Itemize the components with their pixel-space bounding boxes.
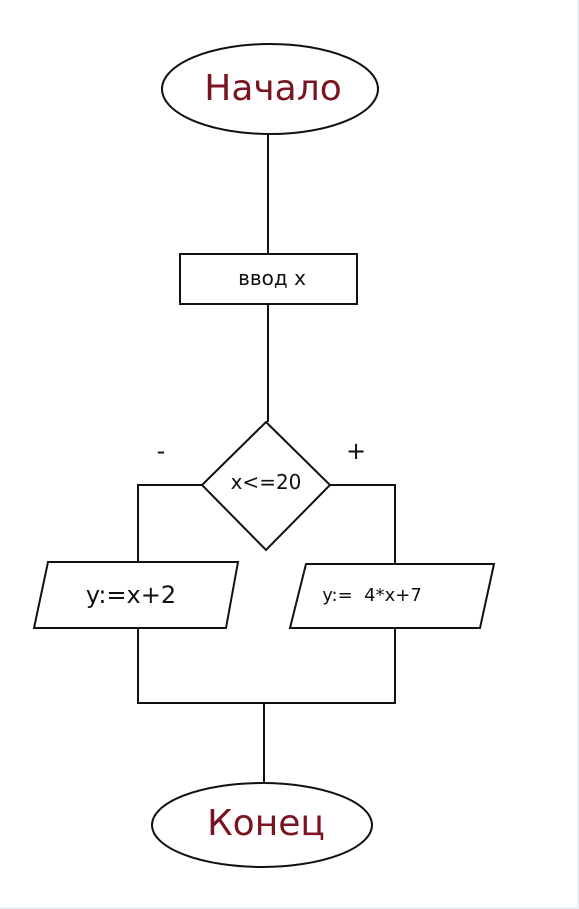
true-action-label: y:= 4*x+7 bbox=[322, 585, 422, 606]
decision-diamond bbox=[200, 420, 332, 552]
condition-label: x<=20 bbox=[230, 470, 302, 494]
true-branch-line bbox=[330, 484, 396, 563]
true-action-parallelogram bbox=[288, 563, 496, 629]
start-label: Начало bbox=[204, 68, 342, 109]
end-terminal bbox=[151, 782, 373, 868]
false-action-label: y:=x+2 bbox=[85, 581, 177, 609]
input-label: ввод x bbox=[238, 266, 306, 290]
true-branch-mark: + bbox=[345, 437, 367, 465]
false-action-parallelogram bbox=[32, 561, 240, 629]
end-label: Конец bbox=[207, 803, 325, 844]
start-terminal bbox=[161, 43, 379, 135]
merge-line bbox=[137, 628, 396, 704]
false-branch-mark: - bbox=[156, 437, 166, 465]
false-branch-line bbox=[137, 484, 202, 561]
